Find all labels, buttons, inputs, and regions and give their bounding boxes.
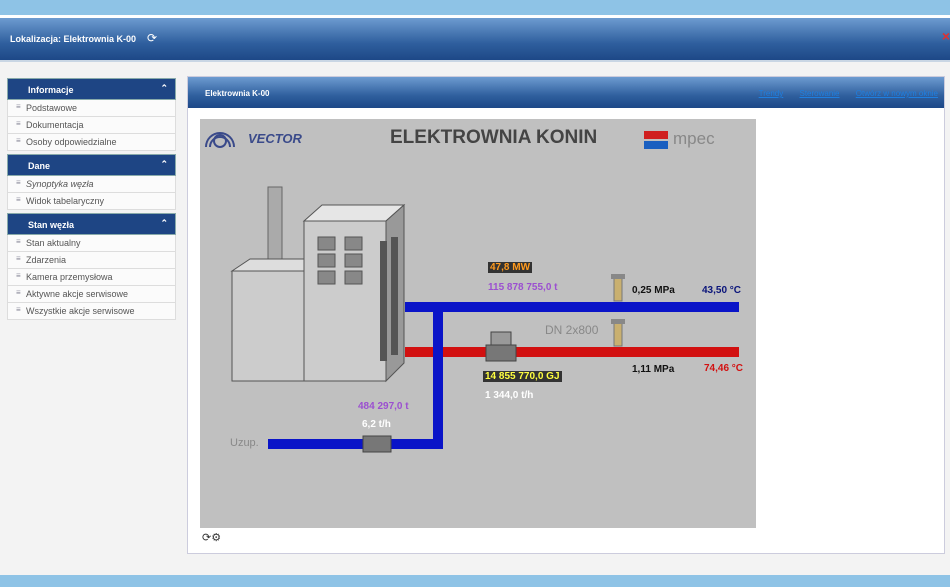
sidebar-item-wszystkie[interactable]: ≡ Wszystkie akcje serwisowe xyxy=(7,303,176,320)
section-title: Informacje xyxy=(28,85,74,95)
app-header: Lokalizacja: Elektrownia K-00 ⟳ × xyxy=(0,18,950,62)
makeup-flow-value: 6,2 t/h xyxy=(362,419,391,430)
sidebar-item-kamera[interactable]: ≡ Kamera przemysłowa xyxy=(7,269,176,286)
link-open-new-window[interactable]: Otwórz w nowym oknie xyxy=(855,89,938,98)
synoptic-drawing xyxy=(205,131,739,453)
sidebar-item-podstawowe[interactable]: ≡ Podstawowe xyxy=(7,100,176,117)
mpec-logo-icon xyxy=(644,131,668,149)
synoptic-canvas: VECTOR ELEKTROWNIA KONIN mpec 47,8 MW 11… xyxy=(200,119,756,528)
heat-meter-icon xyxy=(485,331,517,362)
bullet-icon: ≡ xyxy=(16,102,21,111)
vector-logo-icon xyxy=(205,132,235,148)
sidebar-item-stan-aktualny[interactable]: ≡ Stan aktualny xyxy=(7,235,176,252)
chevron-up-icon[interactable]: ⌃ xyxy=(160,159,168,169)
supply-temp-value: 43,50 °C xyxy=(702,285,742,296)
item-label: Stan aktualny xyxy=(26,238,81,248)
vector-logo-text: VECTOR xyxy=(248,131,302,146)
pressure-sensor-icon xyxy=(611,319,625,347)
sidebar-item-aktywne[interactable]: ≡ Aktywne akcje serwisowe xyxy=(7,286,176,303)
supply-pipe xyxy=(405,302,739,312)
bullet-icon: ≡ xyxy=(16,237,21,246)
flow-value: 1 344,0 t/h xyxy=(485,390,534,401)
power-value: 47,8 MW xyxy=(488,262,533,273)
bullet-icon: ≡ xyxy=(16,288,21,297)
item-label: Wszystkie akcje serwisowe xyxy=(26,306,135,316)
bullet-icon: ≡ xyxy=(16,195,21,204)
synoptic-title: ELEKTROWNIA KONIN xyxy=(390,127,598,148)
item-label: Podstawowe xyxy=(26,103,78,113)
bottom-band xyxy=(0,575,950,587)
refresh-icon[interactable]: ⟳ xyxy=(202,532,212,544)
return-pipe xyxy=(405,347,739,357)
supply-mass-value: 115 878 755,0 t xyxy=(488,282,558,293)
refresh-icon[interactable]: ⟳ xyxy=(147,31,158,45)
energy-value: 14 855 770,0 GJ xyxy=(483,371,562,382)
item-label: Widok tabelaryczny xyxy=(26,196,105,206)
section-informacje[interactable]: Informacje ⌃ xyxy=(7,78,176,100)
return-pressure-value: 1,11 MPa xyxy=(632,364,675,375)
item-label: Synoptyka węzła xyxy=(26,179,94,189)
vertical-pipe xyxy=(433,307,443,448)
bullet-icon: ≡ xyxy=(16,254,21,263)
sidebar-item-synoptyka[interactable]: ≡ Synoptyka węzła xyxy=(7,176,176,193)
sidebar-item-dokumentacja[interactable]: ≡ Dokumentacja xyxy=(7,117,176,134)
location-label: Lokalizacja: Elektrownia K-00 xyxy=(10,34,137,44)
pressure-sensor-icon xyxy=(611,274,625,302)
bullet-icon: ≡ xyxy=(16,119,21,128)
section-title: Dane xyxy=(28,161,51,171)
link-sterowanie[interactable]: Sterowanie xyxy=(799,89,840,98)
item-label: Osoby odpowiedzialne xyxy=(26,137,117,147)
pipe-size-label: DN 2x800 xyxy=(545,323,599,337)
makeup-mass-value: 484 297,0 t xyxy=(358,401,409,412)
mpec-logo-text: mpec xyxy=(673,129,715,148)
section-stan[interactable]: Stan węzła ⌃ xyxy=(7,213,176,235)
item-label: Zdarzenia xyxy=(26,255,67,265)
divider xyxy=(0,15,950,18)
chevron-up-icon[interactable]: ⌃ xyxy=(160,218,168,228)
sidebar: Informacje ⌃ ≡ Podstawowe ≡ Dokumentacja ≡ O… xyxy=(7,78,176,320)
panel-title: Elektrownia K-00 xyxy=(205,89,270,98)
top-band xyxy=(0,0,950,15)
section-title: Stan węzła xyxy=(28,220,75,230)
bullet-icon: ≡ xyxy=(16,178,21,187)
makeup-label: Uzup. xyxy=(230,437,259,449)
supply-pressure-value: 0,25 MPa xyxy=(632,285,675,296)
return-temp-value: 74,46 °C xyxy=(704,363,744,374)
panel-header: Elektrownia K-00 Trendy Sterowanie Otwór… xyxy=(188,77,944,108)
bullet-icon: ≡ xyxy=(16,305,21,314)
bullet-icon: ≡ xyxy=(16,271,21,280)
chevron-up-icon[interactable]: ⌃ xyxy=(160,83,168,93)
close-icon[interactable]: × xyxy=(941,28,950,44)
item-label: Kamera przemysłowa xyxy=(26,272,113,282)
sidebar-item-widok[interactable]: ≡ Widok tabelaryczny xyxy=(7,193,176,210)
settings-icon[interactable]: ⚙ xyxy=(211,532,222,544)
link-trendy[interactable]: Trendy xyxy=(758,89,784,98)
makeup-pipe xyxy=(268,439,443,449)
sidebar-item-osoby[interactable]: ≡ Osoby odpowiedzialne xyxy=(7,134,176,151)
item-label: Aktywne akcje serwisowe xyxy=(26,289,129,299)
bullet-icon: ≡ xyxy=(16,136,21,145)
makeup-meter-icon xyxy=(362,435,392,453)
main-panel: Elektrownia K-00 Trendy Sterowanie Otwór… xyxy=(187,76,945,554)
section-dane[interactable]: Dane ⌃ xyxy=(7,154,176,176)
item-label: Dokumentacja xyxy=(26,120,84,130)
sidebar-item-zdarzenia[interactable]: ≡ Zdarzenia xyxy=(7,252,176,269)
power-plant-icon xyxy=(230,186,406,383)
